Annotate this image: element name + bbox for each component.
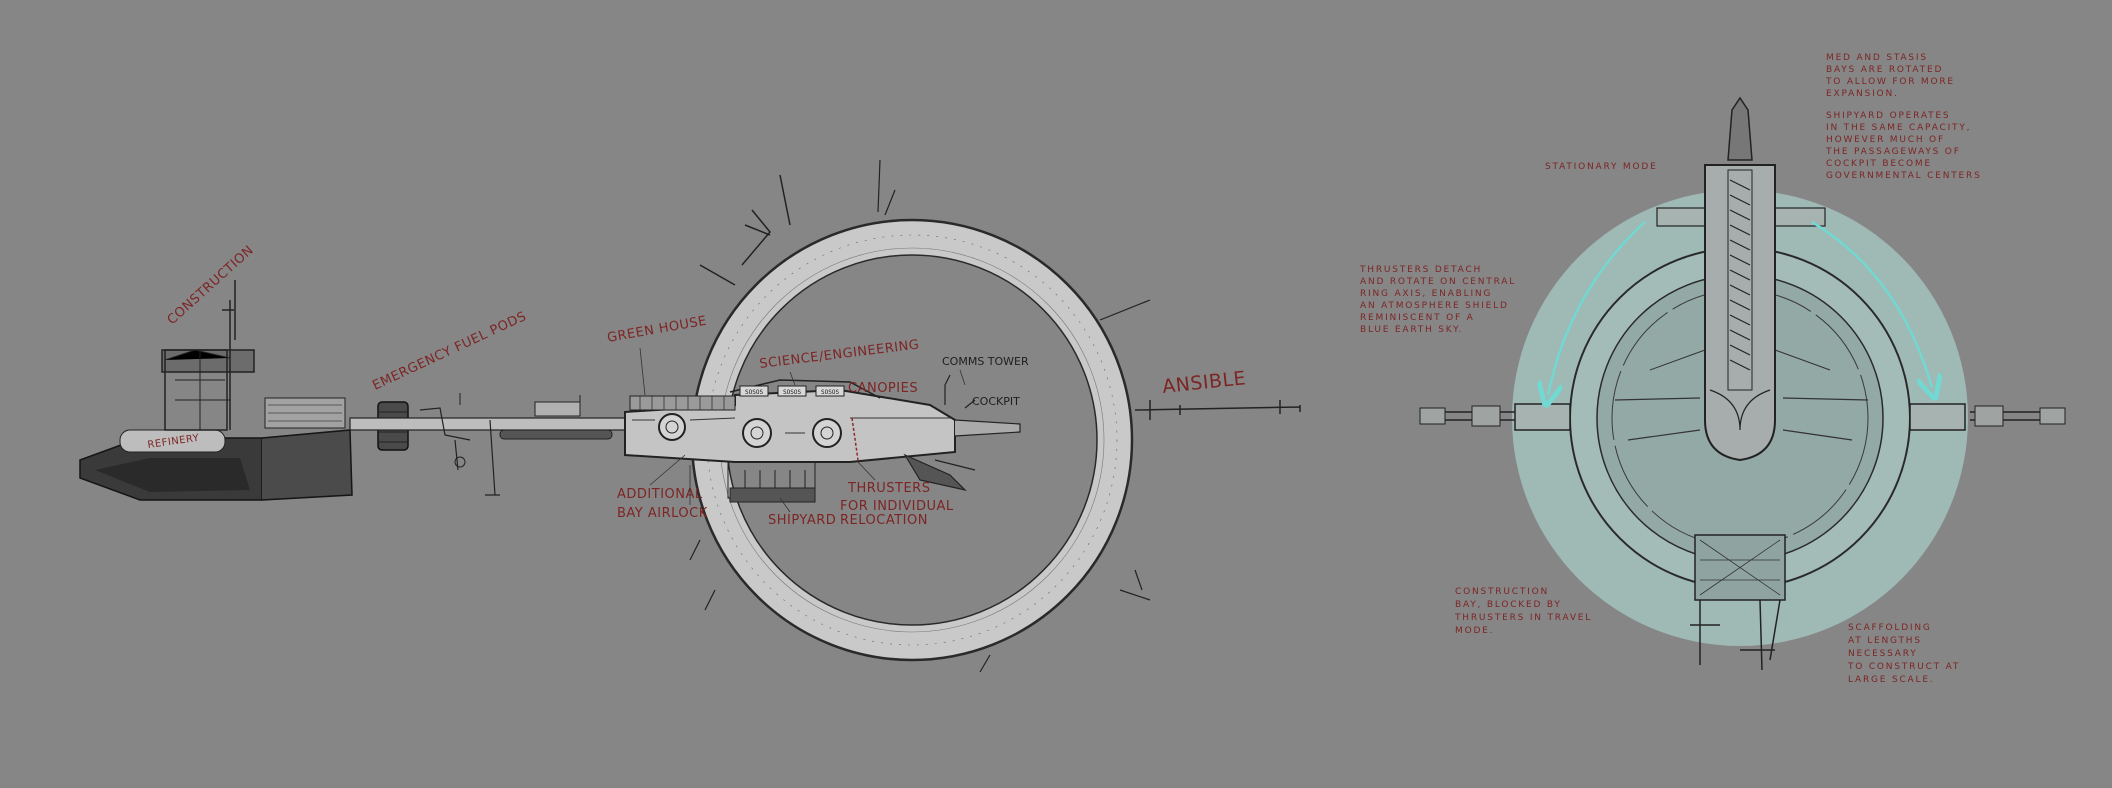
note-line: AN ATMOSPHERE SHIELD [1360,301,1509,311]
label-canopies: CANOPIES [848,381,918,396]
side-view-ship: SOSOS SOSOS SOSOS CONSTRUCTION EMERGENCY… [79,159,1301,673]
label-comms-tower: COMMS TOWER [942,355,1029,368]
note-line: AT LENGTHS [1848,636,1922,646]
hull-marking-2: SOSOS [783,389,801,396]
note-line: AND ROTATE ON CENTRAL [1360,277,1516,287]
label-ansible: ANSIBLE [1161,367,1247,398]
note-line: EXPANSION. [1826,89,1899,99]
label-greenhouse: GREEN HOUSE [606,314,708,346]
note-line: RING AXIS, ENABLING [1360,289,1492,299]
label-additional: ADDITIONAL [617,487,703,502]
central-spine-top [1704,96,1776,462]
note-line: SHIPYARD OPERATES [1826,111,1950,121]
note-line: THRUSTERS IN TRAVEL [1454,613,1592,623]
label-stationary-mode: STATIONARY MODE [1545,162,1658,172]
hull-marking-1: SOSOS [745,389,763,396]
note-line: TO ALLOW FOR MORE [1825,77,1955,87]
note-line: MED AND STASIS [1826,53,1928,63]
note-top-right: MED AND STASIS BAYS ARE ROTATED TO ALLOW… [1825,53,1982,181]
note-bottom-left: CONSTRUCTION BAY, BLOCKED BY THRUSTERS I… [1454,587,1592,636]
thruster-arm-left [1419,403,1571,431]
label-construction: CONSTRUCTION [165,243,257,328]
central-hub: SOSOS SOSOS SOSOS [624,374,1021,503]
note-line: REMINISCENT OF A [1360,313,1475,323]
label-relocation: RELOCATION [840,513,928,528]
note-bottom-right: SCAFFOLDING AT LENGTHS NECESSARY TO CONS… [1847,623,1960,685]
rotation-arrow-right [1811,220,1932,388]
rotation-arrow-left [1548,221,1646,395]
note-line: TO CONSTRUCT AT [1847,662,1960,672]
note-line: HOWEVER MUCH OF [1826,135,1945,145]
label-cockpit: COCKPIT [972,395,1020,408]
note-left: THRUSTERS DETACH AND ROTATE ON CENTRAL R… [1359,265,1516,335]
label-bay-airlock: BAY AIRLOCK [617,506,708,521]
note-line: GOVERNMENTAL CENTERS [1826,171,1982,181]
note-line: BAY, BLOCKED BY [1455,600,1562,610]
stationary-mode-view: STATIONARY MODE MED AND STASIS BAYS ARE … [1359,53,2066,685]
note-line: MODE. [1455,626,1494,636]
spine [349,393,631,496]
note-line: BAYS ARE ROTATED [1826,65,1943,75]
construction-module [79,280,353,501]
note-line: CONSTRUCTION [1455,587,1549,597]
label-for-individual: FOR INDIVIDUAL [840,499,954,514]
label-emergency-fuel-pods: EMERGENCY FUEL PODS [370,309,529,394]
note-line: COCKPIT BECOME [1826,159,1932,169]
thruster-arm-right [1909,403,2066,431]
note-line: THE PASSAGEWAYS OF [1825,147,1961,157]
hull-marking-3: SOSOS [821,389,839,396]
note-line: BLUE EARTH SKY. [1360,325,1463,335]
note-line: IN THE SAME CAPACITY, [1826,123,1971,133]
note-line: SCAFFOLDING [1848,623,1932,633]
label-thrusters: THRUSTERS [847,481,930,496]
note-line: THRUSTERS DETACH [1359,265,1482,275]
label-shipyard: SHIPYARD [768,513,836,528]
note-line: NECESSARY [1848,649,1918,659]
note-line: LARGE SCALE. [1848,675,1934,685]
construction-bay [1690,534,1786,671]
ansible-antenna [1134,400,1301,420]
